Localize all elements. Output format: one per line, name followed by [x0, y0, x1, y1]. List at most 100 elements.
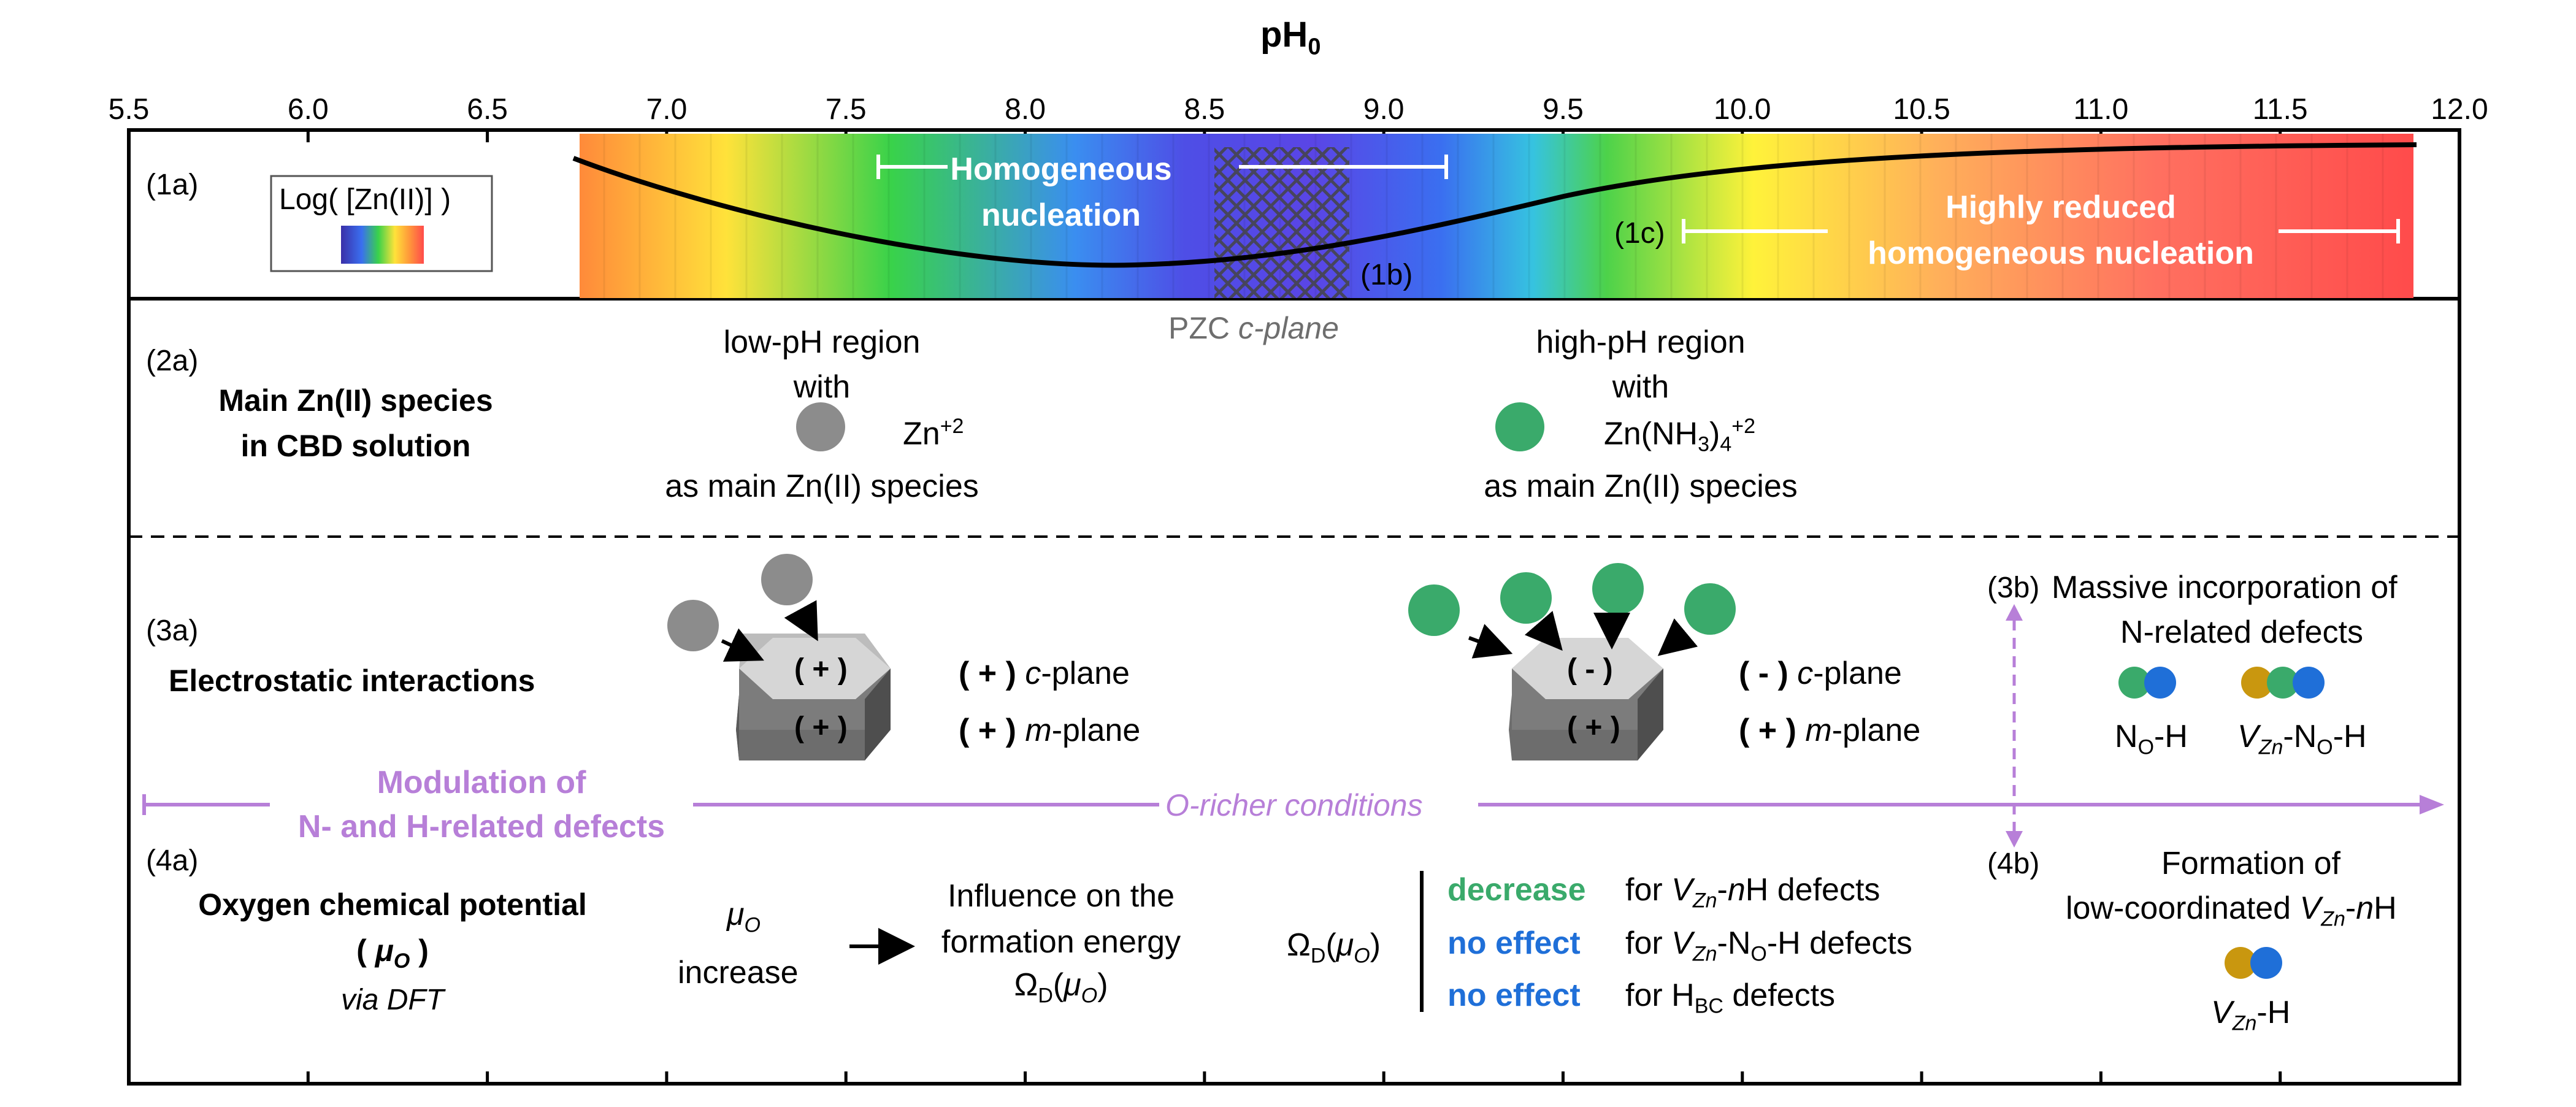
influence-line2: formation energy [941, 924, 1181, 960]
defect-vzn-h-v [2225, 947, 2256, 979]
tag-3a: (3a) [146, 615, 199, 647]
panel2-title-line1: Main Zn(II) species [218, 383, 493, 418]
tick-label: 5.5 [108, 93, 150, 126]
outer-frame [127, 128, 2461, 1086]
high-ph-line2: with [1612, 369, 1669, 405]
mu-increase-label: increase [678, 955, 799, 990]
defect-vzn-no-h-label: VZn-NO-H [2237, 719, 2367, 759]
tick-label: 10.0 [1714, 93, 1771, 126]
panel4-title-line2: ( μO ) [356, 933, 429, 973]
effect-noeffect2-text: for HBC defects [1625, 978, 1836, 1018]
formation-line1: Formation of [2161, 846, 2340, 881]
defect-no-h-o [2144, 667, 2176, 699]
tick-label: 6.0 [287, 93, 329, 126]
zn-concentration-curve [572, 142, 2417, 268]
panel3-title: Electrostatic interactions [169, 664, 535, 698]
right-ion-arrow-1 [1468, 624, 1513, 659]
left-m-plane: ( + ) m-plane [959, 713, 1141, 748]
o-richer-label: O-richer conditions [1165, 788, 1423, 822]
left-ion-arrow-2 [784, 600, 818, 642]
tag-4b: (4b) [1987, 848, 2040, 880]
high-ph-species: Zn(NH3)4+2 [1604, 415, 1756, 456]
tick-label: 9.5 [1543, 93, 1584, 126]
effect-noeffect1-text: for VZn-NO-H defects [1625, 925, 1912, 966]
tick-label: 11.5 [2252, 93, 2308, 126]
tick-label: 7.5 [825, 93, 867, 126]
low-ph-species: Zn+2 [903, 415, 964, 452]
defect-no-h-label: NO-H [2115, 719, 2188, 759]
defect-no-h-n [2118, 667, 2150, 699]
effect-decrease-label: decrease [1447, 872, 1586, 908]
low-ph-line1: low-pH region [723, 324, 921, 360]
band-stripes [603, 134, 2384, 298]
vzn-h-label: VZn-H [2211, 995, 2291, 1035]
defect-vzn-h-o [2250, 947, 2282, 979]
reduced-line2: homogeneous nucleation [1868, 236, 2254, 271]
formation-line2: low-coordinated VZn-nH [2066, 891, 2397, 931]
right-c-plane: ( - ) c-plane [1739, 656, 1902, 691]
left-ion-arrow-1 [721, 628, 764, 662]
high-ph-line4: as main Zn(II) species [1484, 469, 1798, 504]
high-ph-line1: high-pH region [1536, 324, 1746, 360]
tick-label: 8.0 [1005, 93, 1046, 126]
right-m-plane: ( + ) m-plane [1739, 713, 1921, 748]
left-hex-top-sign: ( + ) [794, 653, 848, 686]
pzc-label: PZC c-plane [1168, 311, 1339, 345]
effect-noeffect1-label: no effect [1447, 925, 1581, 961]
panel4-title-line1: Oxygen chemical potential [198, 887, 587, 922]
right-hexagon [1509, 638, 1663, 760]
omega-label: ΩD(μO) [1287, 927, 1381, 968]
tag-1b: (1b) [1360, 259, 1413, 291]
right-hex-top-sign: ( - ) [1567, 653, 1613, 686]
influence-omega: ΩD(μO) [1014, 967, 1108, 1008]
massive-line2: N-related defects [2120, 615, 2363, 650]
tag-3b: (3b) [1987, 572, 2040, 604]
zn-nh3-species-circle [1495, 402, 1544, 451]
right-ion-arrow-2 [1524, 611, 1563, 651]
right-ion-4 [1684, 583, 1736, 635]
vertical-arrow-head-down [2006, 831, 2023, 848]
tag-1a: (1a) [146, 169, 199, 201]
right-ion-3 [1592, 563, 1644, 615]
pzc-hatch-region [1214, 147, 1349, 298]
low-ph-line4: as main Zn(II) species [665, 469, 979, 504]
mu-o-symbol: μO [727, 897, 761, 937]
left-ion-1 [667, 600, 719, 651]
modulation-line1: Modulation of [377, 765, 586, 800]
left-hexagon [736, 634, 891, 760]
tick-label: 12.0 [2431, 93, 2488, 126]
legend-color-bar [341, 226, 424, 264]
right-ion-1 [1408, 584, 1460, 636]
tag-4a: (4a) [146, 845, 199, 877]
modulation-line2: N- and H-related defects [297, 809, 665, 845]
tag-2a: (2a) [146, 345, 199, 377]
tick-label: 7.0 [646, 93, 688, 126]
purple-arrow-head [2420, 795, 2444, 814]
tick-label: 8.5 [1184, 93, 1225, 126]
axis-title: pH0 [1260, 15, 1321, 60]
left-c-plane: ( + ) c-plane [959, 656, 1130, 691]
tick-label: 11.0 [2073, 93, 2129, 126]
defect-vzn-no-h-n [2267, 667, 2299, 699]
defect-vzn-no-h-o [2293, 667, 2325, 699]
vertical-arrow-head-up [2006, 604, 2023, 621]
tick-label: 6.5 [467, 93, 508, 126]
tick-label: 10.5 [1893, 93, 1950, 126]
panel2-title-line2: in CBD solution [240, 429, 471, 463]
effect-decrease-text: for VZn-nH defects [1625, 872, 1880, 913]
zn-species-circle [796, 402, 845, 451]
massive-line1: Massive incorporation of [2052, 570, 2398, 605]
right-ion-2 [1500, 572, 1552, 624]
ph-gradient-band [580, 134, 2413, 298]
legend-title: Log( [Zn(II)] ) [279, 183, 451, 216]
defect-vzn-no-h-v [2241, 667, 2273, 699]
via-dft: via DFT [341, 984, 444, 1016]
low-ph-line2: with [793, 369, 851, 405]
left-hex-front-sign: ( + ) [794, 711, 848, 744]
right-hex-front-sign: ( + ) [1567, 711, 1620, 744]
tag-1c: (1c) [1614, 217, 1665, 250]
homog-line2: nucleation [981, 197, 1141, 233]
right-ion-arrow-4 [1657, 618, 1698, 656]
effect-noeffect2-label: no effect [1447, 978, 1581, 1013]
